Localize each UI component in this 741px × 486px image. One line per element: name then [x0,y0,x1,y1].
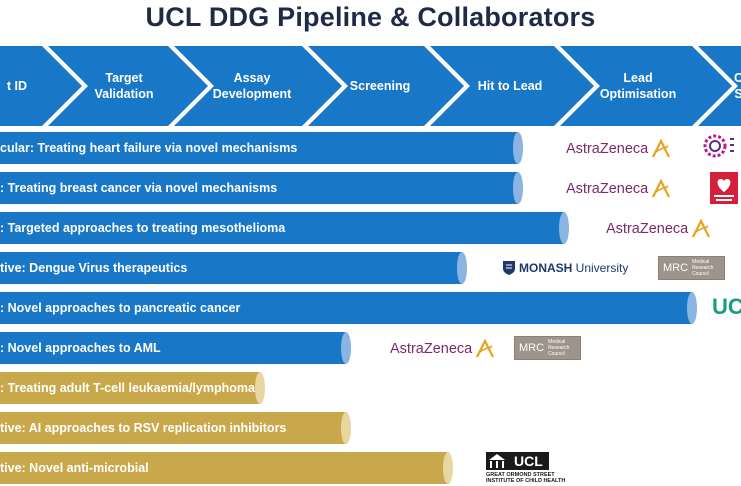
monash-university-logo: MONASH University [502,260,628,276]
stage-arrow-3 [174,46,342,126]
project-bar-anti-microbial: tive: Novel anti-microbial [0,452,453,484]
heart-icon [710,172,738,204]
project-bar-aml: : Novel approaches to AML [0,332,351,364]
project-bar-breast-cancer: : Treating breast cancer via novel mecha… [0,172,523,204]
project-label: : Treating breast cancer via novel mecha… [0,181,278,195]
stage-label-assay-development: Assay Development [212,71,292,101]
project-label: cular: Treating heart failure via novel … [0,141,298,155]
project-bar-pancreatic-cancer: : Novel approaches to pancreatic cancer [0,292,697,324]
cancer-research-icon [703,134,734,158]
astrazeneca-logo: AstraZeneca [566,138,672,160]
stage-label-screening: Screening [349,79,411,93]
stage-arrow-4 [308,46,464,126]
astrazeneca-swirl-icon [476,338,495,358]
project-bar-t-cell-leukaemia: : Treating adult T-cell leukaemia/lympho… [0,372,265,404]
project-label: : Novel approaches to AML [0,341,161,355]
project-label: : Novel approaches to pancreatic cancer [0,301,241,315]
ucl-portico-icon [486,452,508,470]
project-bar-mesothelioma: : Targeted approaches to treating mesoth… [0,212,569,244]
project-label: : Targeted approaches to treating mesoth… [0,221,286,235]
mrc-logo: MRC Medical Research Council [658,256,726,280]
ucl-gos-ich-logo: UCL GREAT ORMOND STREET INSTITUTE OF CHI… [486,452,566,484]
stage-label-target-validation: Target Validation [94,71,154,101]
project-label: tive: Dengue Virus therapeutics [0,261,188,275]
ucl-logo: UCL [712,294,741,319]
pipeline-stages [0,46,741,126]
project-label: tive: Novel anti-microbial [0,461,149,475]
stage-label-hit-to-lead: Hit to Lead [477,79,543,93]
project-bar-dengue: tive: Dengue Virus therapeutics [0,252,467,284]
british-heart-foundation-logo [710,172,738,204]
project-bar-heart-failure: cular: Treating heart failure via novel … [0,132,523,164]
stage-arrow-6 [560,46,732,126]
stage-arrow-5 [430,46,594,126]
project-bar-rsv: tive: AI approaches to RSV replication i… [0,412,351,444]
stage-arrow-2 [48,46,208,126]
stage-label-clinical: C S [734,46,741,126]
project-label: tive: AI approaches to RSV replication i… [0,421,287,435]
astrazeneca-swirl-icon [652,178,671,198]
cancer-research-logo [702,132,736,160]
mrc-logo: MRC Medical Research Council [514,336,582,360]
page-title: UCL DDG Pipeline & Collaborators [145,2,596,32]
project-label: : Treating adult T-cell leukaemia/lympho… [0,381,255,395]
astrazeneca-swirl-icon [692,218,711,238]
stage-label-target-id: t ID [6,79,28,93]
astrazeneca-logo: AstraZeneca [566,178,672,200]
astrazeneca-swirl-icon [652,138,671,158]
stage-label-lead-optimisation: Lead Optimisation [599,71,677,101]
stage-arrow-7 [698,46,741,126]
monash-crest-icon [503,261,515,275]
astrazeneca-logo: AstraZeneca [606,218,712,240]
astrazeneca-logo: AstraZeneca [390,338,496,360]
stage-arrow-1 [0,46,82,126]
